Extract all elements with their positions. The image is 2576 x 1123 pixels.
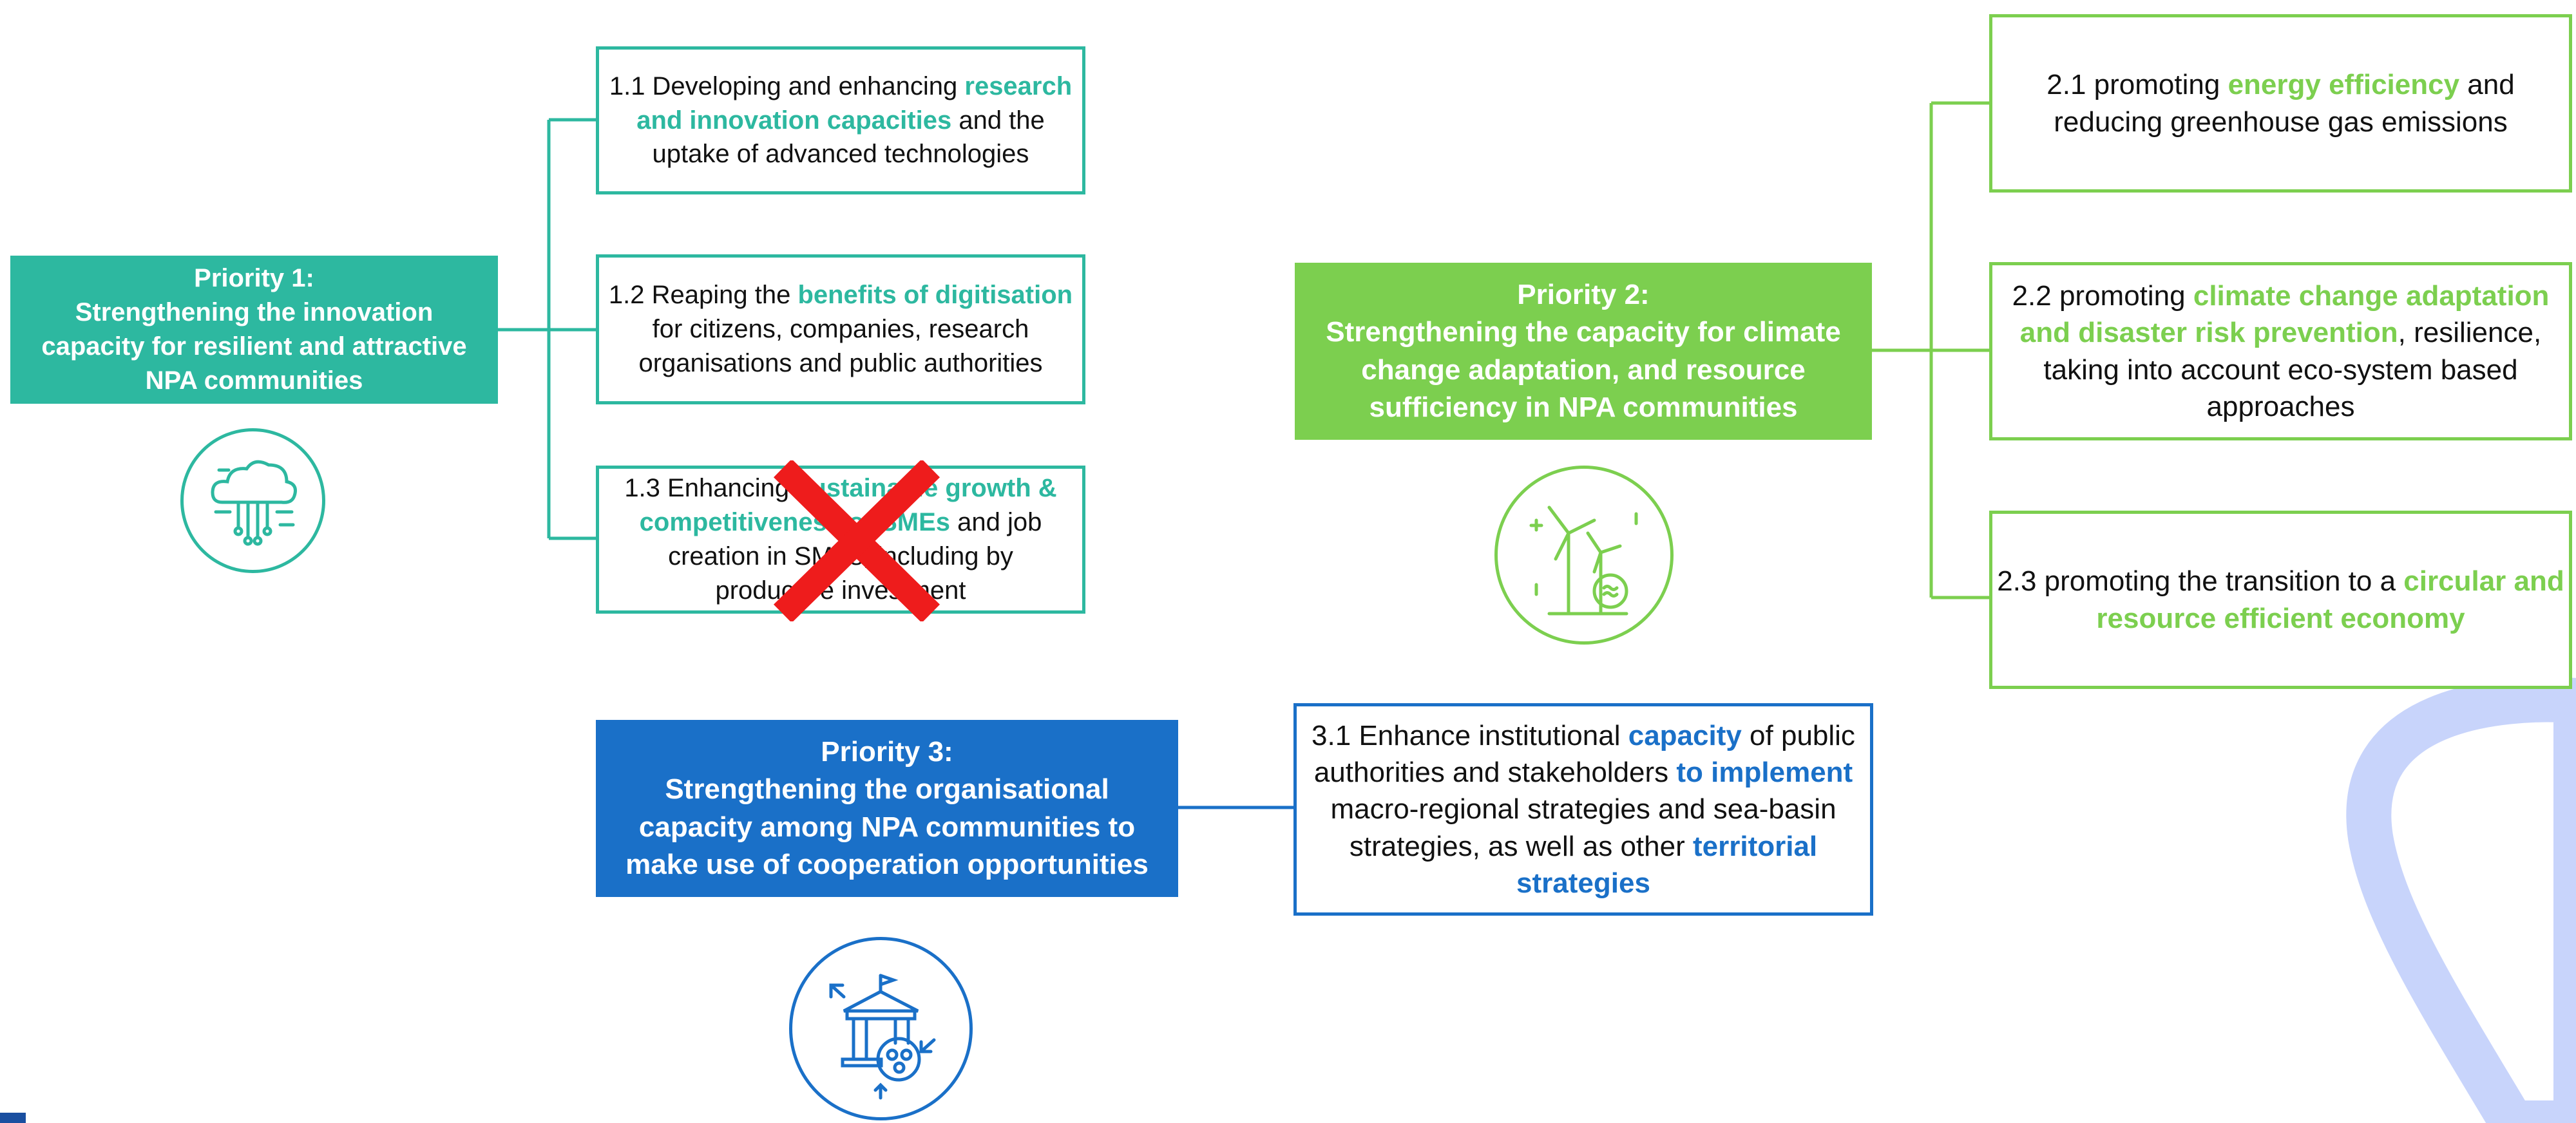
priority-1-box: Priority 1: Strengthening the innovation… — [10, 256, 498, 404]
institution-people-icon — [789, 937, 973, 1120]
priority-3-box: Priority 3: Strengthening the organisati… — [596, 720, 1178, 897]
priority-2-title: Strengthening the capacity for climate c… — [1326, 316, 1841, 423]
objective-3-1-highlight-implement: to implement — [1676, 757, 1853, 789]
objective-2-3-highlight: circular and resource efficient economy — [2096, 565, 2564, 634]
corner-mark — [0, 1113, 26, 1123]
priority-3-title: Strengthening the organisational capacit… — [625, 773, 1149, 880]
objective-3-1: 3.1 Enhance institutional capacity of pu… — [1293, 703, 1873, 916]
priority-3-heading: Priority 3: — [821, 736, 953, 768]
priority-2-heading: Priority 2: — [1517, 279, 1650, 311]
objective-3-1-highlight-capacity: capacity — [1628, 720, 1742, 752]
objective-2-1: 2.1 promoting energy efficiency and redu… — [1989, 14, 2572, 193]
objective-1-1: 1.1 Developing and enhancing research an… — [596, 46, 1085, 194]
objective-2-2-highlight: climate change adaptation and disaster r… — [2019, 280, 2550, 349]
wind-turbine-sun-icon — [1494, 466, 1674, 645]
objective-1-2-highlight: benefits of digitisation — [797, 281, 1073, 310]
priority-2-box: Priority 2: Strengthening the capacity f… — [1295, 263, 1872, 440]
objective-3-1-highlight-territorial: territorial strategies — [1516, 830, 1818, 899]
objective-2-3: 2.3 promoting the transition to a circul… — [1989, 511, 2572, 689]
cloud-circuit-icon — [180, 428, 325, 573]
objective-1-3: 1.3 Enhancing sustainable growth & compe… — [596, 466, 1085, 614]
priority-1-heading: Priority 1: — [194, 264, 314, 293]
background-heart-shape — [2346, 677, 2576, 1123]
objective-1-2: 1.2 Reaping the benefits of digitisation… — [596, 254, 1085, 404]
cross-out-mark — [773, 460, 940, 621]
objective-2-1-highlight: energy efficiency — [2228, 69, 2460, 101]
objective-1-1-highlight: research and innovation capacities — [636, 71, 1073, 135]
priority-1-title: Strengthening the innovation capacity fo… — [41, 298, 467, 395]
objective-2-2: 2.2 promoting climate change adaptation … — [1989, 262, 2572, 440]
